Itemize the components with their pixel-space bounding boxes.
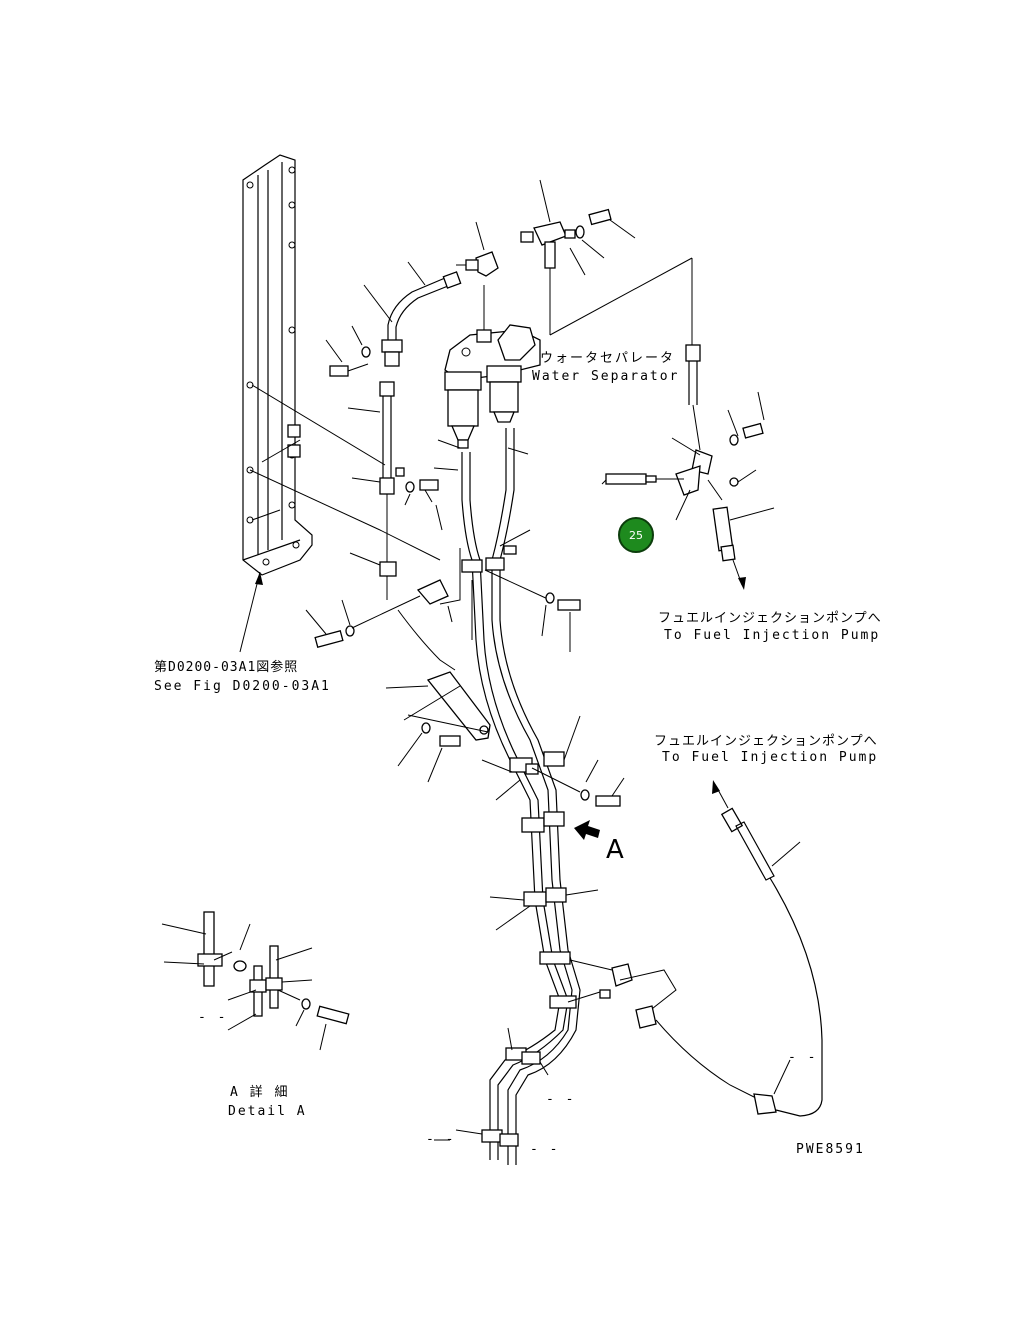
- bolt-group-view-a: [531, 759, 625, 807]
- drawing-id: PWE8591: [796, 1142, 865, 1157]
- view-a-arrow: [574, 820, 600, 840]
- fuel-pump-lower-label-jp: フュエルインジェクションポンプへ: [654, 734, 878, 749]
- top-fittings: [456, 179, 693, 345]
- bolt-group-right-middle: [484, 569, 581, 652]
- dash-mark-2: - -: [546, 1092, 576, 1107]
- detail-a-label-jp: A 詳 細: [230, 1085, 290, 1100]
- pipe-to-injection-pump-lower: [712, 780, 823, 1117]
- reference-lines: [249, 384, 441, 561]
- dash-mark-1: - -: [198, 1010, 228, 1025]
- dash-mark-3: - -: [426, 1132, 456, 1147]
- bracket-lower-right: [567, 959, 791, 1115]
- upper-fuel-hose: [363, 261, 462, 367]
- see-fig-label-jp: 第D0200-03A1図参照: [154, 660, 299, 675]
- fuel-pump-lower-label-en: To Fuel Injection Pump: [662, 750, 879, 765]
- bolt-group-middle: [404, 479, 443, 531]
- twin-fuel-hoses: [461, 428, 581, 1165]
- water-separator-label-jp: ウォータセパレータ: [540, 351, 676, 366]
- detail-a-label-en: Detail A: [228, 1104, 307, 1119]
- view-a-label: A: [606, 835, 624, 865]
- left-frame-bracket: [242, 154, 313, 576]
- pipe-left-vertical: [347, 381, 405, 600]
- dash-mark-4: - -: [530, 1142, 560, 1157]
- pipe-to-injection-pump-upper: [601, 344, 775, 590]
- see-fig-label-en: See Fig D0200-03A1: [154, 679, 331, 694]
- fuel-pump-upper-label-en: To Fuel Injection Pump: [664, 628, 881, 643]
- detail-a-drawing: [161, 911, 350, 1051]
- hose-clamps: [433, 439, 599, 1147]
- fuel-pump-upper-label-jp: フュエルインジェクションポンプへ: [658, 611, 882, 626]
- bracket-lower-left: [385, 671, 491, 783]
- callout-badge-25[interactable]: 25: [618, 517, 654, 553]
- see-fig-arrow: [239, 571, 263, 653]
- dash-mark-5: - -: [788, 1050, 818, 1065]
- bolt-group-upper-left: [325, 325, 371, 377]
- water-separator: [444, 285, 541, 449]
- bracket-middle: [305, 548, 461, 671]
- water-separator-label-en: Water Separator: [532, 369, 680, 384]
